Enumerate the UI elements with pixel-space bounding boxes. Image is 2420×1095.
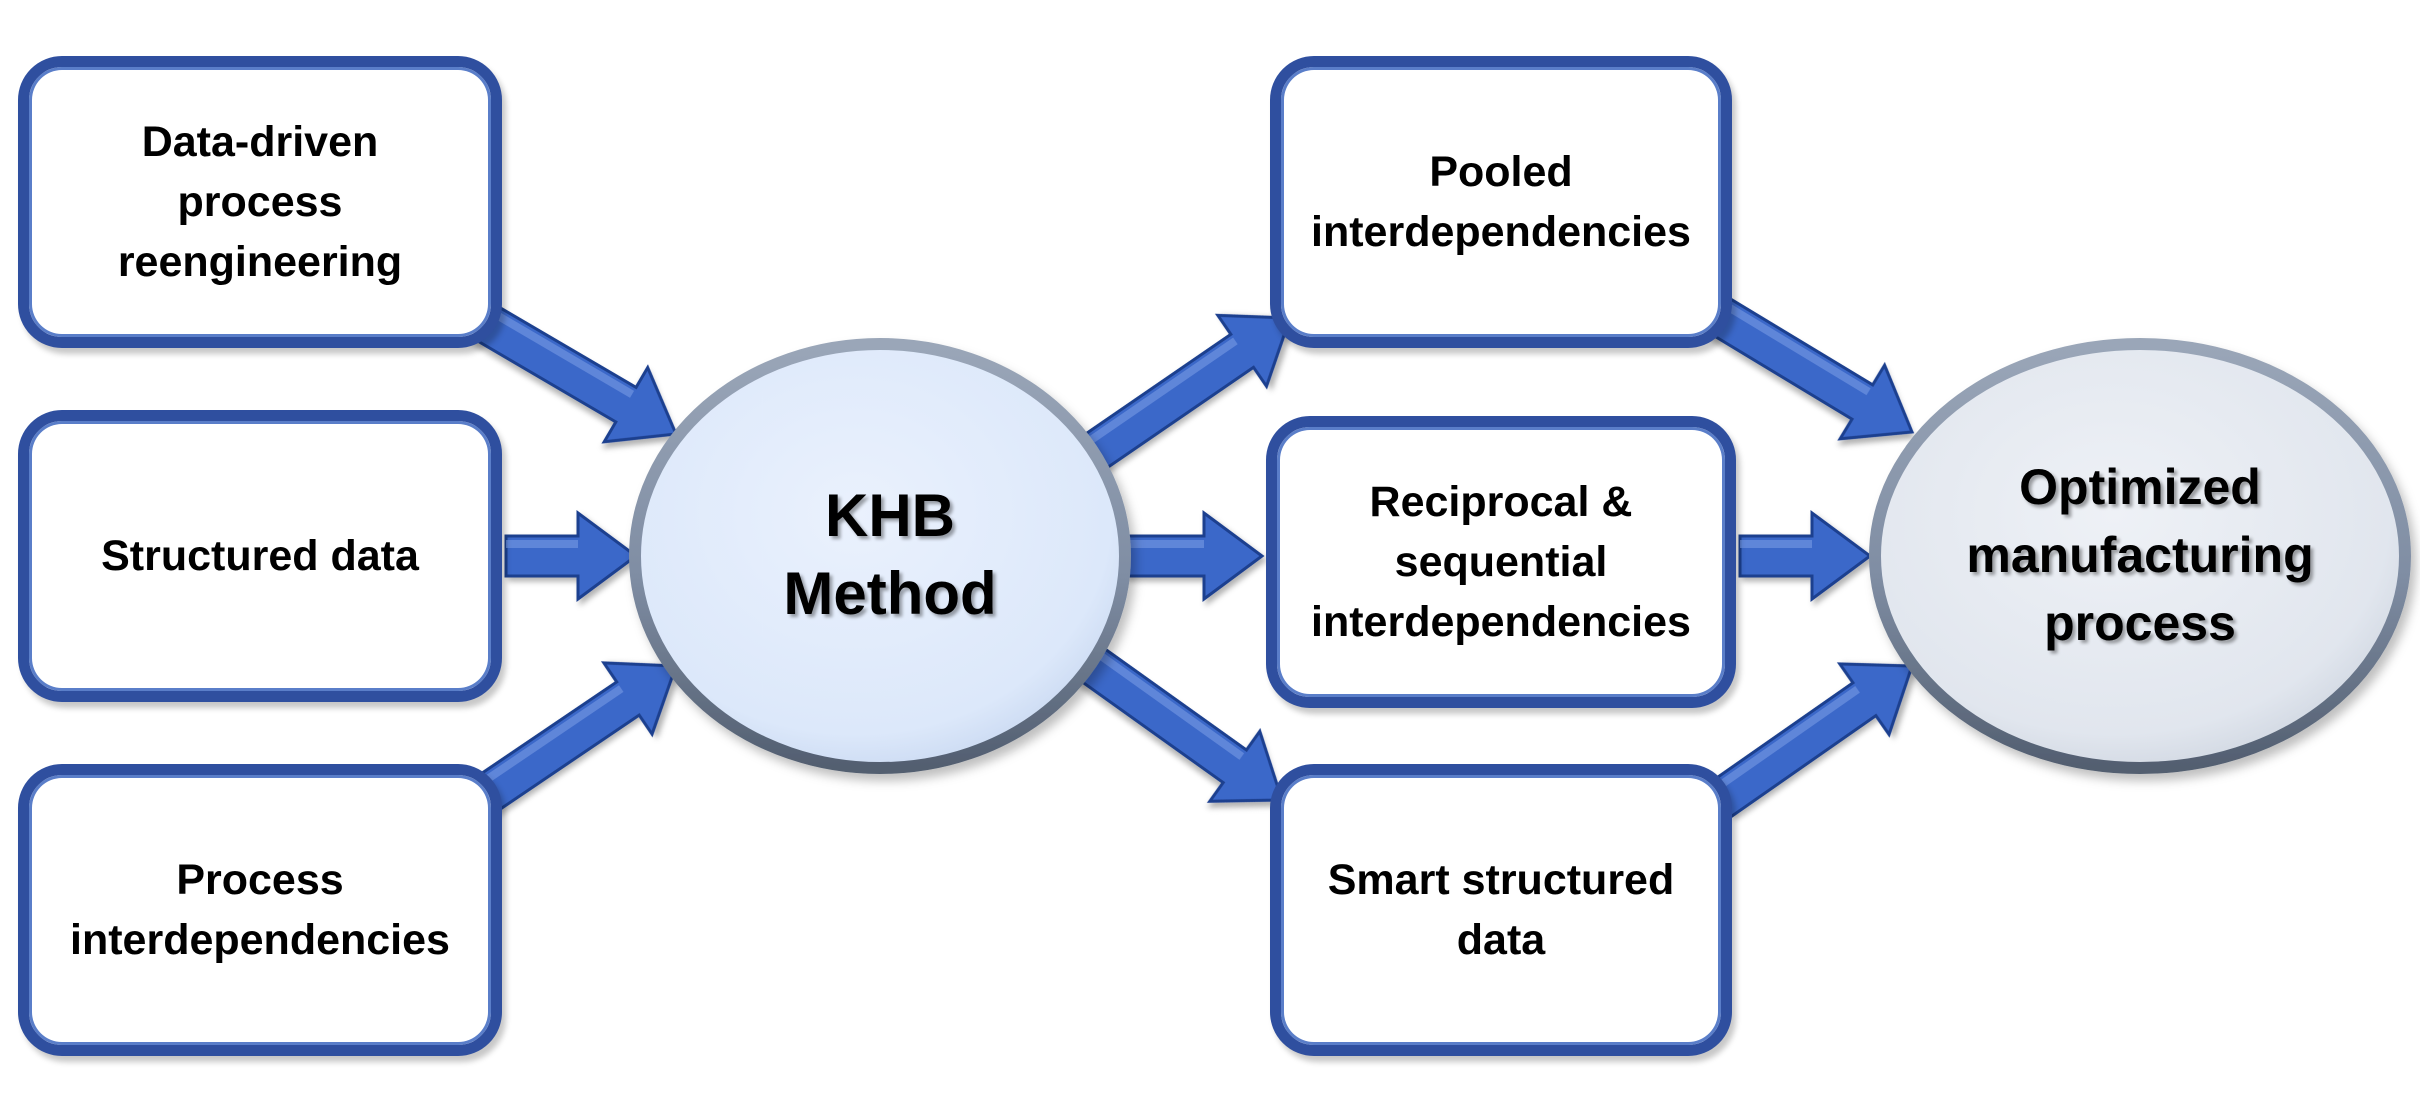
- arrow-reciprocal-to-result-body: [1738, 510, 1873, 602]
- arrow-reciprocal-to-result-highlight: [1740, 540, 1812, 548]
- arrow-input2-to-khb-body: [504, 510, 639, 602]
- arrow-input1-to-khb-highlight: [482, 304, 635, 398]
- arrow-smart-to-result-highlight: [1710, 686, 1860, 794]
- optimized-process-ellipse: [1869, 338, 2411, 774]
- arrow-input3-to-khb-body: [464, 661, 679, 819]
- arrow-input1-to-khb-body: [465, 298, 679, 444]
- khb-method-label: KHB Method: [783, 482, 997, 627]
- arrow-khb-to-smart: [1072, 641, 1285, 803]
- arrow-khb-to-pooled-highlight: [1076, 337, 1238, 452]
- arrow-input2-to-khb: [504, 510, 639, 602]
- arrow-input1-to-khb: [465, 298, 679, 444]
- optimized-process-label: Optimized manufacturing process: [1966, 459, 2314, 651]
- input-label-data-driven: Data-driven process reengineering: [117, 118, 403, 286]
- output-label-reciprocal: Reciprocal & sequential interdependencie…: [1311, 478, 1691, 646]
- input-box-structured-data: Structured data: [18, 410, 502, 702]
- arrow-smart-to-result-body: [1706, 662, 1915, 819]
- arrow-pooled-to-result-body: [1707, 296, 1915, 441]
- arrow-input2-to-khb-highlight: [506, 540, 578, 548]
- arrow-smart-to-result: [1706, 662, 1915, 819]
- arrow-input3-to-khb-highlight: [469, 685, 624, 794]
- arrow-khb-to-smart-body: [1072, 641, 1285, 803]
- output-label-smart-structured: Smart structured data: [1327, 856, 1675, 964]
- output-box-reciprocal: Reciprocal & sequential interdependencie…: [1266, 416, 1736, 708]
- khb-method-ellipse: [629, 338, 1131, 774]
- arrow-khb-to-reciprocal-body: [1124, 510, 1265, 602]
- input-label-structured-data: Structured data: [101, 532, 419, 580]
- input-box-data-driven: Data-driven process reengineering: [18, 56, 502, 348]
- arrow-reciprocal-to-result: [1738, 510, 1873, 602]
- arrow-khb-to-pooled: [1072, 313, 1293, 477]
- arrow-khb-to-reciprocal: [1124, 510, 1265, 602]
- output-box-pooled: Pooled interdependencies: [1270, 56, 1732, 348]
- arrow-input3-to-khb: [464, 661, 679, 819]
- input-box-process-interdependencies: Process interdependencies: [18, 764, 502, 1056]
- input-label-process-interdependencies: Process interdependencies: [70, 856, 450, 964]
- arrow-khb-to-reciprocal-highlight: [1126, 540, 1204, 548]
- arrow-pooled-to-result-highlight: [1724, 302, 1871, 396]
- output-box-smart-structured: Smart structured data: [1270, 764, 1732, 1056]
- arrows-group: [464, 296, 1915, 819]
- arrow-pooled-to-result: [1707, 296, 1915, 441]
- arrow-khb-to-pooled-body: [1072, 313, 1293, 477]
- output-label-pooled: Pooled interdependencies: [1311, 148, 1691, 256]
- arrow-khb-to-smart-highlight: [1090, 646, 1245, 760]
